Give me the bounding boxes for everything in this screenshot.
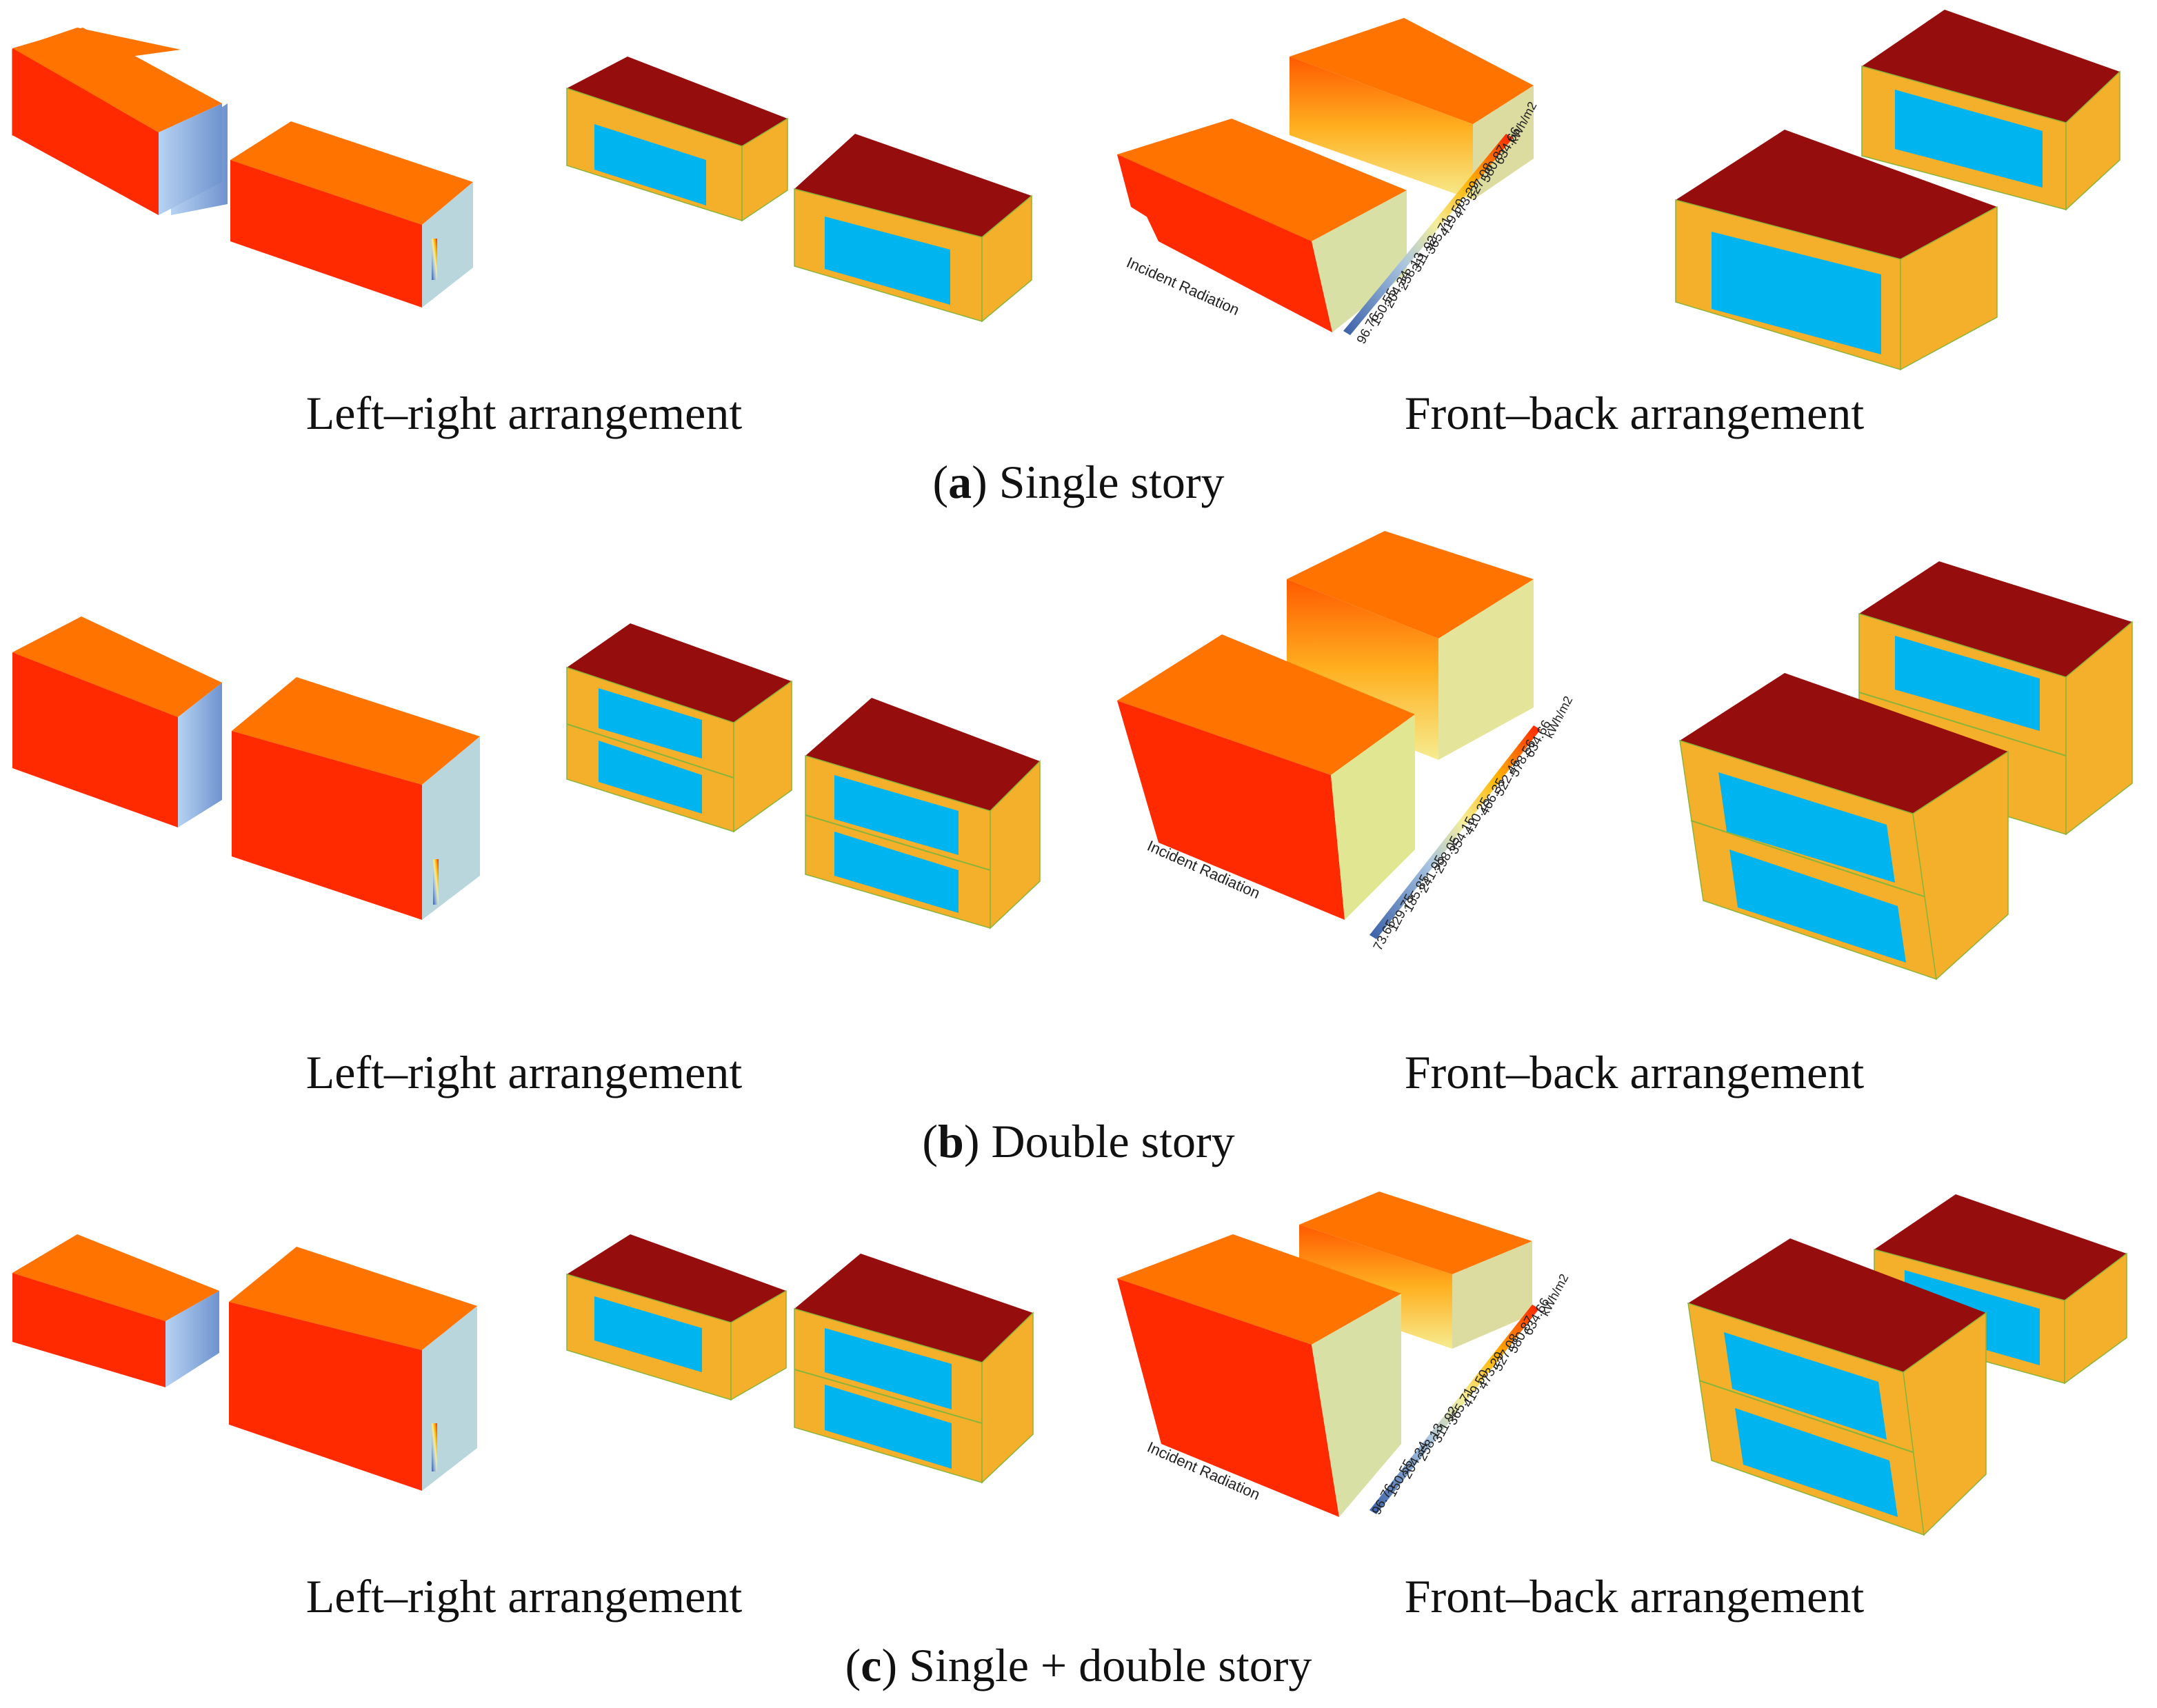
building-model-left-right-a [566,57,1032,323]
caption-front-back: Front–back arrangement [1405,1570,1865,1622]
panel-title-a: (a) Single story [932,456,1224,508]
panel-title-c: (c) Single + double story [845,1639,1312,1691]
mini-legend-bar [432,239,437,280]
panel-title-b: (b) Double story [922,1115,1234,1167]
building-model-left-right-b [566,623,1041,930]
building-model-front-back-c [1687,1194,2127,1536]
panel-title-text: Single + double story [909,1639,1312,1691]
building-model-front-back-b [1679,561,2133,981]
panel-b: kWh/m2 634.66 578.56 522.46 466.35 410.2… [12,531,2133,1167]
radiation-model-front-back-a [1117,18,1534,332]
caption-front-back: Front–back arrangement [1405,1046,1865,1098]
radiation-model-front-back-b [1117,531,1534,920]
building-model-front-back-a [1675,10,2120,371]
panel-a: kWh/m2 634.66 580.87 527.08 473.29 419.5… [12,10,2120,508]
panel-letter: c [861,1639,881,1691]
radiation-model-left-right-b [12,616,480,920]
building-model-left-right-c [566,1234,1034,1484]
mini-legend-bar [432,1423,437,1471]
mini-legend-bar [433,859,439,905]
panel-c: kWh/m2 634.66 580.87 527.08 473.29 419.5… [12,1192,2127,1691]
radiation-model-front-back-c [1117,1192,1532,1517]
panel-title-text: Double story [991,1115,1234,1167]
radiation-model-left-right-a [12,28,473,308]
panel-title-text: Single story [999,456,1225,508]
caption-left-right: Left–right arrangement [306,1046,743,1098]
legend-value: 96.76 [1370,1482,1398,1518]
caption-front-back: Front–back arrangement [1405,387,1865,439]
radiation-model-left-right-c [12,1234,477,1491]
caption-left-right: Left–right arrangement [306,1570,743,1622]
caption-left-right: Left–right arrangement [306,387,743,439]
panel-letter: a [948,456,972,508]
panel-letter: b [938,1115,964,1167]
